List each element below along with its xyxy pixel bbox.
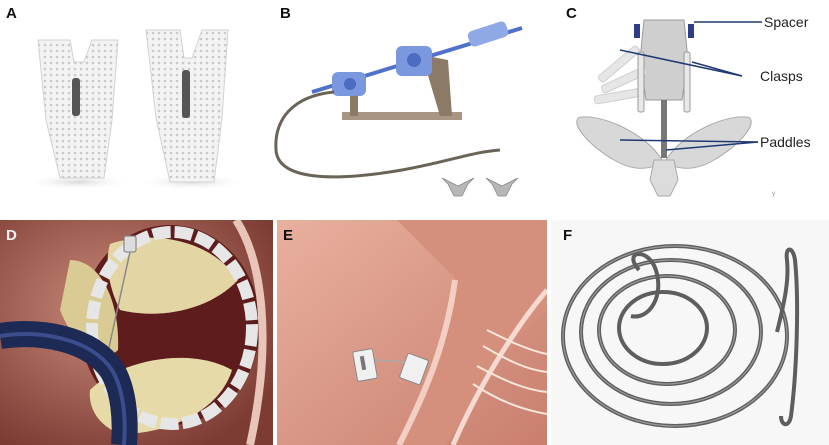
implant-clips-illustration [23,29,247,190]
device-anatomy-illustration: ʸ [576,19,776,201]
panel-e: E [277,220,547,445]
panel-letter-a: A [6,5,17,22]
panel-b: B [272,0,550,210]
panel-f: F [551,220,829,445]
spiral-ring-illustration [561,244,800,428]
svg-text:ʸ: ʸ [771,190,776,201]
panel-letter-f: F [563,227,573,244]
panel-letter-b: B [280,5,291,22]
callout-spacer: Spacer [764,14,809,30]
valve-clip-placement-illustration [0,220,273,445]
callout-paddles: Paddles [760,134,811,150]
delivery-system-illustration [274,21,523,197]
panel-d: D [0,220,273,445]
panel-c: C ʸ Spacer Clasps Paddles [554,0,829,210]
anchor-placement-illustration [277,220,547,445]
callout-clasps: Clasps [760,68,803,84]
panel-letter-c: C [566,5,577,22]
panel-a: A [0,0,268,210]
panel-letter-d: D [6,227,17,244]
panel-letter-e: E [283,227,294,244]
